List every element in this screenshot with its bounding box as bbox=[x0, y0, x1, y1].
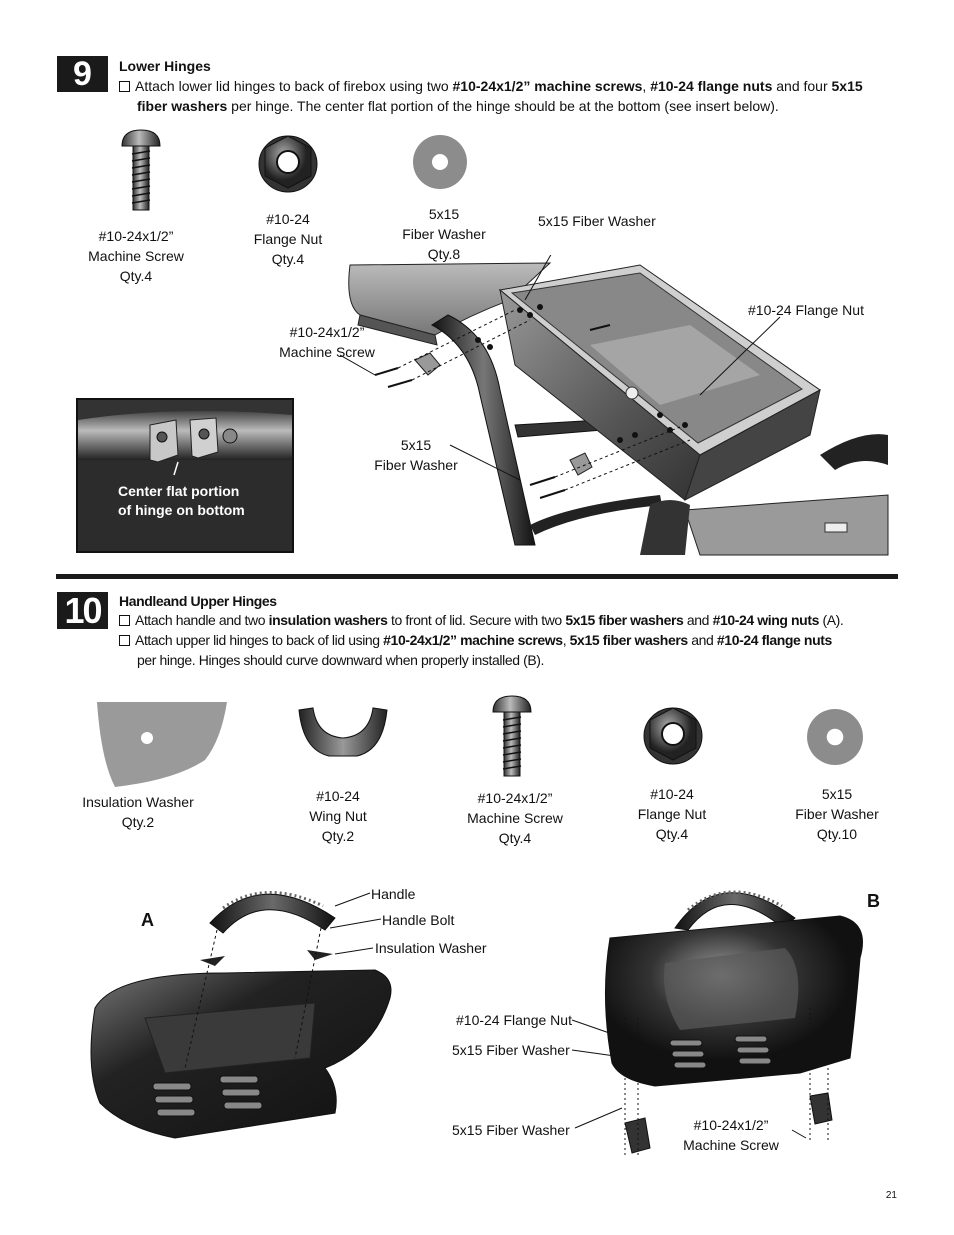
figure-b-fiber-washer-2: 5x15 Fiber Washer bbox=[452, 1122, 570, 1138]
step-10-washer-label: 5x15 Fiber Washer Qty.10 bbox=[795, 786, 879, 842]
step-10-nut-label: #10-24 Flange Nut Qty.4 bbox=[637, 786, 707, 842]
step-9-callout-flange-nut: #10-24 Flange Nut bbox=[748, 302, 864, 318]
figure-a-label: A bbox=[141, 910, 154, 930]
step-10-screw-label: #10-24x1/2” Machine Screw Qty.4 bbox=[467, 790, 563, 846]
step-10-number: 10 bbox=[57, 590, 108, 631]
step-9-nut-label: #10-24 Flange Nut Qty.4 bbox=[253, 211, 323, 267]
machine-screw-icon-2 bbox=[492, 695, 532, 777]
step-9-screw-label: #10-24x1/2” Machine Screw Qty.4 bbox=[88, 228, 184, 284]
figure-a-handle: Handle bbox=[371, 886, 416, 902]
flange-nut-icon bbox=[258, 135, 318, 193]
step-10-instruction-2: Attach upper lid hinges to back of lid u… bbox=[119, 630, 899, 670]
step-9-checkbox[interactable] bbox=[119, 81, 130, 92]
figure-b-flange-nut: #10-24 Flange Nut bbox=[456, 1012, 572, 1028]
step-9-washer-label: 5x15 Fiber Washer Qty.8 bbox=[402, 206, 486, 262]
inset-caption: Center flat portion of hinge on bottom bbox=[118, 483, 245, 518]
machine-screw-icon bbox=[121, 129, 161, 211]
page-number: 21 bbox=[885, 1190, 897, 1201]
lid-back-illustration bbox=[571, 890, 863, 1158]
section-divider bbox=[56, 574, 898, 579]
step-10-instruction-1: Attach handle and two insulation washers… bbox=[119, 610, 899, 630]
step-9-instruction: Attach lower lid hinges to back of fireb… bbox=[119, 76, 889, 116]
figure-b-machine-screw: #10-24x1/2” Machine Screw bbox=[683, 1117, 779, 1153]
firebox-assembly-illustration bbox=[340, 255, 889, 556]
hinge-inset: Center flat portion of hinge on bottom bbox=[76, 398, 294, 553]
step-10-checkbox-2[interactable] bbox=[119, 635, 130, 646]
step-9-number: 9 bbox=[57, 55, 108, 93]
figure-b-fiber-washer-1: 5x15 Fiber Washer bbox=[452, 1042, 570, 1058]
figure-a-insulation-washer: Insulation Washer bbox=[375, 940, 487, 956]
lid-front-illustration bbox=[90, 891, 392, 1139]
flange-nut-icon-2 bbox=[643, 707, 703, 765]
wing-nut-icon bbox=[298, 707, 388, 757]
insulation-washer-icon bbox=[97, 702, 227, 787]
hinge-detail-illustration bbox=[78, 400, 292, 551]
step-10-title: Handleand Upper Hinges bbox=[119, 593, 277, 609]
figure-b-label: B bbox=[867, 891, 880, 911]
step-9-callout-fiber-washer-2: 5x15 Fiber Washer bbox=[374, 437, 458, 473]
fiber-washer-icon bbox=[413, 135, 467, 189]
step-10-checkbox-1[interactable] bbox=[119, 615, 130, 626]
step-10-wingnut-label: #10-24 Wing Nut Qty.2 bbox=[309, 788, 367, 844]
step-9-callout-machine-screw: #10-24x1/2” Machine Screw bbox=[279, 324, 375, 360]
step-9-callout-fiber-washer: 5x15 Fiber Washer bbox=[538, 213, 656, 229]
step-9-title: Lower Hinges bbox=[119, 58, 211, 74]
figure-a-handle-bolt: Handle Bolt bbox=[382, 912, 455, 928]
fiber-washer-icon-2 bbox=[807, 709, 863, 765]
step-10-insulation-label: Insulation Washer Qty.2 bbox=[82, 794, 194, 830]
